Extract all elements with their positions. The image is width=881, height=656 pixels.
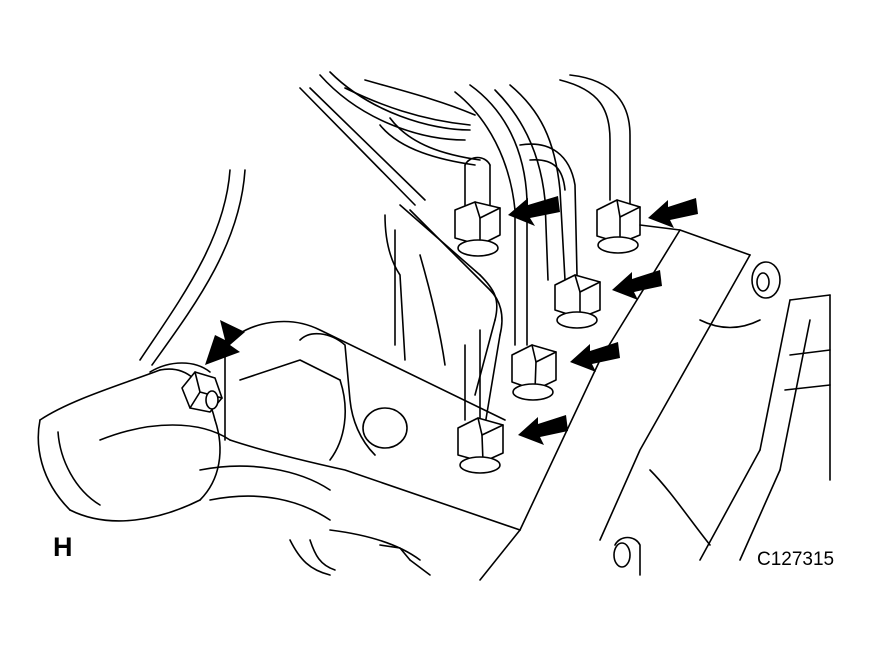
arrow-6 — [518, 415, 568, 445]
pipe-5 — [457, 329, 504, 474]
pipe-4 — [559, 74, 641, 254]
left-union-nut — [181, 371, 223, 413]
arrow-4 — [612, 270, 662, 300]
actuator-housing — [384, 214, 831, 581]
pipe-1 — [454, 156, 501, 257]
arrow-2 — [508, 196, 560, 226]
arrow-5 — [570, 342, 620, 372]
brake-pipe-bundle — [299, 71, 503, 426]
mounting-bracket — [224, 320, 521, 576]
view-label: H — [53, 532, 73, 562]
pipe-3 — [511, 143, 578, 401]
arrow-1 — [205, 320, 245, 365]
left-brake-pipe — [139, 169, 246, 373]
pipe-2 — [454, 84, 601, 346]
figure-code: C127315 — [757, 549, 835, 570]
arrow-3 — [648, 198, 698, 228]
